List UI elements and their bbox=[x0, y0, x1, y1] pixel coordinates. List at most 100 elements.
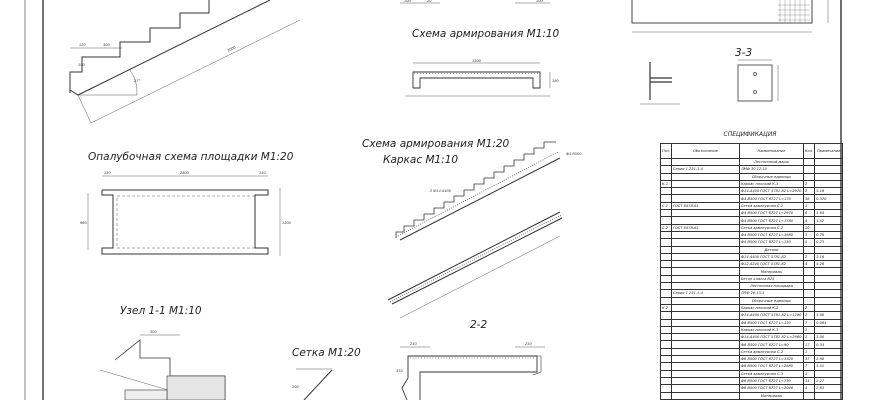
dim-label: 3000 bbox=[227, 45, 237, 53]
svg-text:Ф4 В500: Ф4 В500 bbox=[566, 152, 582, 156]
table-cell: 0.370 bbox=[814, 194, 844, 203]
table-cell bbox=[660, 325, 672, 335]
table-cell bbox=[660, 369, 672, 378]
table-cell: Ф4-В500 ГОСТ 6727 L=170 bbox=[738, 194, 804, 203]
table-cell bbox=[670, 347, 740, 357]
svg-text:370: 370 bbox=[396, 369, 403, 373]
table-cell bbox=[660, 187, 672, 196]
top-right-plan bbox=[631, 0, 829, 33]
table-cell bbox=[814, 165, 844, 174]
table-cell: ЛПФ 28.13-5 bbox=[738, 289, 804, 298]
table-cell: Каркас плоский К-1 bbox=[738, 179, 804, 189]
table-cell: 38 bbox=[802, 194, 816, 203]
top-dimensions: 100 20 100 bbox=[400, 0, 550, 4]
table-cell: Бетон класса В25 bbox=[738, 274, 804, 284]
table-row: Лестничная площадка bbox=[660, 282, 844, 291]
svg-text:150: 150 bbox=[259, 171, 266, 175]
table-cell: 2 bbox=[802, 311, 816, 320]
node-1-1-detail: 300 bbox=[99, 330, 226, 400]
table-row: Детали bbox=[660, 245, 844, 254]
table-cell bbox=[670, 296, 740, 305]
section-3-3 bbox=[640, 59, 779, 105]
title-node-1-1: Узел 1-1 М1:10 bbox=[120, 305, 202, 317]
table-cell: 4 bbox=[802, 260, 816, 269]
table-cell bbox=[660, 333, 672, 342]
table-cell bbox=[660, 282, 672, 291]
table-cell: 2.63 bbox=[814, 384, 844, 393]
table-cell: Ф6 В500 ГОСТ 6727 L=2880 bbox=[738, 362, 804, 371]
column-header: Кол. bbox=[802, 143, 816, 159]
table-cell: Ф12 А240 ГОСТ 5781-82 bbox=[738, 260, 804, 269]
table-cell: ЛМФ 30.12.15 bbox=[738, 165, 804, 174]
landing-formwork-plan: 150 2800 150 960 1200 bbox=[80, 171, 292, 256]
table-cell: 2 bbox=[802, 179, 816, 189]
table-cell: Материалы bbox=[738, 391, 804, 400]
table-cell bbox=[802, 282, 816, 291]
table-cell: Ф4 В500 ГОСТ 6727 L=1980 bbox=[738, 230, 804, 240]
svg-text:1200: 1200 bbox=[472, 59, 482, 63]
table-row: Бетон класса В25 bbox=[660, 274, 844, 284]
specification-title: СПЕЦИФИКАЦИЯ bbox=[723, 131, 777, 138]
table-cell bbox=[670, 230, 740, 240]
table-cell bbox=[814, 157, 844, 167]
table-cell: С-2 bbox=[660, 223, 672, 232]
mesh-detail: 100 bbox=[292, 368, 333, 400]
title-section-3-3: 3-3 bbox=[735, 47, 752, 59]
table-cell: 17 bbox=[802, 354, 816, 364]
table-cell bbox=[814, 296, 844, 305]
table-cell: Серия 1.251.1-4 bbox=[670, 289, 740, 298]
table-cell bbox=[814, 369, 844, 378]
table-cell: Ф6 В500 ГОСТ 6727 L=150 bbox=[738, 318, 804, 327]
table-cell: 3.00 bbox=[814, 333, 844, 342]
table-cell bbox=[660, 194, 672, 203]
reinforcement-scheme-m110: 1200 180 bbox=[405, 59, 559, 97]
table-cell bbox=[814, 201, 844, 211]
table-cell: Ф4 В500 ГОСТ 6727 L=1780 bbox=[738, 216, 804, 225]
title-section-2-2: 2-2 bbox=[470, 319, 487, 331]
table-cell bbox=[670, 303, 740, 313]
stair-frame-k1: 2 Ф14 А400 Ф4 В500 bbox=[387, 141, 582, 319]
table-cell: 17 bbox=[802, 340, 816, 349]
table-cell bbox=[814, 172, 844, 181]
table-cell: Ф14-А400 ГОСТ 5781-82 L=2970 bbox=[738, 187, 804, 196]
table-row: Сборочные единицы bbox=[660, 172, 844, 181]
table-cell bbox=[660, 311, 672, 320]
table-cell: Ф14-А400 ГОСТ 5781-82 L=2960 bbox=[738, 333, 804, 342]
table-cell bbox=[814, 391, 844, 400]
svg-text:300: 300 bbox=[150, 330, 157, 334]
table-cell bbox=[670, 369, 740, 378]
table-cell: 3.16 bbox=[814, 252, 844, 262]
table-cell: 1 bbox=[802, 325, 816, 335]
table-cell bbox=[670, 157, 740, 167]
table-cell bbox=[660, 230, 672, 240]
table-cell: Лестничная площадка bbox=[738, 282, 804, 291]
table-cell bbox=[660, 260, 672, 269]
table-cell: 2 bbox=[802, 252, 816, 262]
table-cell bbox=[670, 238, 740, 247]
table-cell bbox=[660, 252, 672, 262]
svg-text:2800: 2800 bbox=[180, 171, 190, 175]
column-header: Наименование bbox=[738, 143, 804, 159]
table-cell: С-1 bbox=[660, 201, 672, 211]
table-cell: 1 bbox=[802, 201, 816, 211]
svg-text:250: 250 bbox=[410, 342, 417, 346]
table-cell bbox=[660, 340, 672, 349]
title-reinforcement-m110: Схема армирования М1:10 bbox=[412, 28, 560, 40]
table-cell: ГОСТ 8478-81 bbox=[670, 223, 740, 232]
table-cell: 4.26 bbox=[814, 260, 844, 269]
table-cell bbox=[670, 376, 740, 386]
table-cell bbox=[670, 245, 740, 254]
table-cell bbox=[814, 303, 844, 313]
